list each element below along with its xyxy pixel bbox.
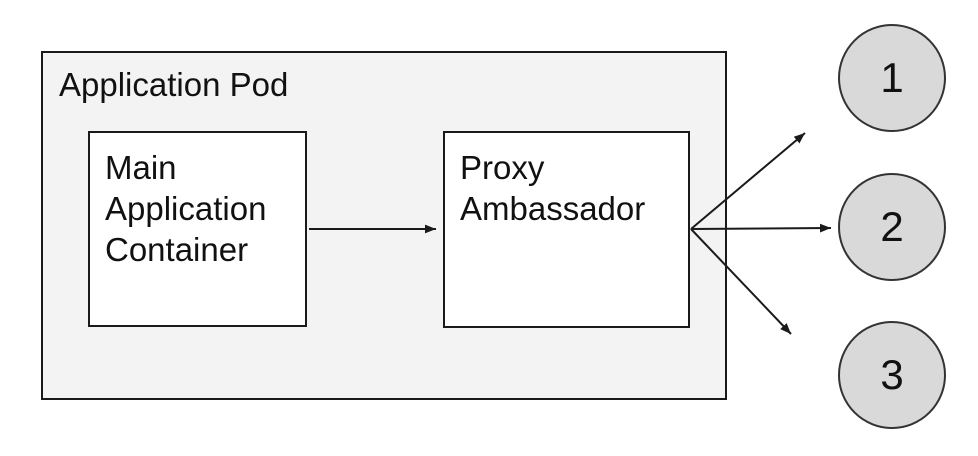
endpoint-circle-3: 3 — [838, 321, 946, 429]
endpoint-number: 2 — [880, 203, 904, 250]
node-proxy-ambassador: Proxy Ambassador — [443, 131, 690, 328]
endpoint-circle-2: 2 — [838, 173, 946, 281]
node-label-line: Container — [105, 231, 249, 268]
endpoint-circle-1: 1 — [838, 24, 946, 132]
application-pod-label: Application Pod — [59, 66, 289, 103]
node-label-line: Application — [105, 190, 267, 227]
node-label-line: Proxy — [460, 149, 545, 186]
endpoint-number: 3 — [880, 351, 904, 398]
node-label-line: Ambassador — [460, 190, 646, 227]
node-label-line: Main — [105, 149, 177, 186]
endpoint-number: 1 — [880, 54, 904, 101]
node-main-application-container: Main Application Container — [88, 131, 307, 327]
